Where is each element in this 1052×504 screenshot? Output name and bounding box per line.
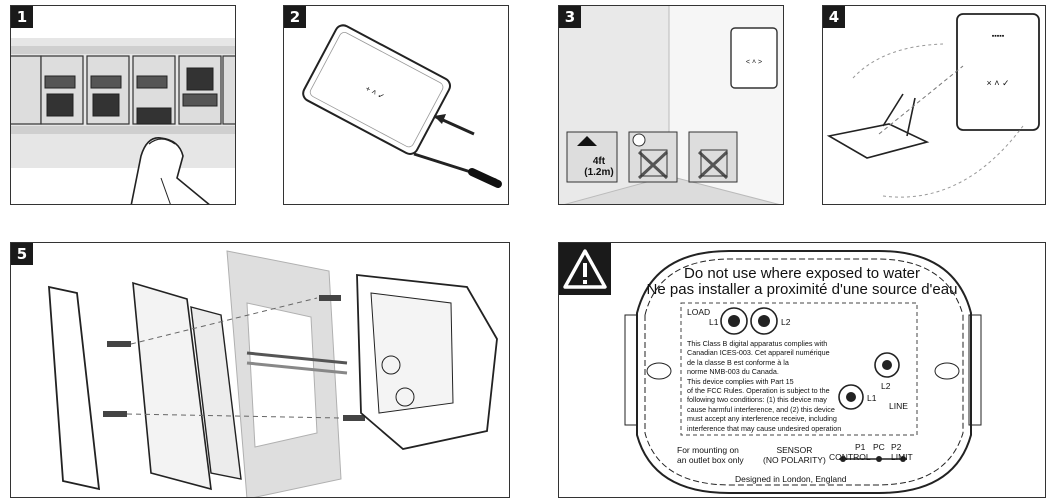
backplate-warning-panel: Do not use where exposed to water Ne pas… [558, 242, 1046, 498]
mounting-exploded-illustration [48, 250, 498, 497]
backplate-outline [624, 250, 982, 494]
step-number: 2 [284, 6, 306, 28]
pc-label: PC [873, 442, 885, 452]
load-l2-label: L2 [781, 317, 791, 327]
arrow-up-icon [577, 136, 597, 146]
warning-french: Ne pas installer a proximité d'une sourc… [646, 281, 958, 298]
load-l1-label: L1 [709, 317, 719, 327]
step-2-panel: 2 + ˄ ✓ [283, 5, 509, 205]
warning-english: Do not use where exposed to water [684, 265, 920, 282]
step-1-panel: 1 [10, 5, 236, 205]
p1-label: P1 [855, 442, 866, 452]
step-5-panel: 5 [10, 242, 510, 498]
svg-text:× ˄ ✓: × ˄ ✓ [986, 78, 1009, 88]
designed-label: Designed in London, England [735, 474, 847, 484]
p2-label: P2 [891, 442, 902, 452]
control-label: CONTROL [829, 452, 871, 462]
line-label: LINE [889, 401, 908, 411]
line-l1-label: L1 [867, 393, 877, 403]
line-l2-label: L2 [881, 381, 891, 391]
step-number: 5 [11, 243, 33, 265]
router-connection-illustration: ▪▪▪▪▪ × ˄ ✓ [826, 13, 1040, 198]
compliance-text: This Class B digital apparatus complies … [687, 339, 842, 433]
limit-label: LIMIT [891, 452, 913, 462]
breaker-illustration [11, 38, 235, 204]
room-corner-illustration: ˂ ˄ ˃ [559, 6, 783, 204]
mounting-note: For mounting on an outlet box only [677, 445, 744, 465]
step-4-panel: 4 ▪▪▪▪▪ × ˄ ✓ [822, 5, 1046, 205]
warning-triangle-icon [559, 243, 611, 295]
svg-text:▪▪▪▪▪: ▪▪▪▪▪ [992, 33, 1005, 40]
step-number: 4 [823, 6, 845, 28]
step-number: 3 [559, 6, 581, 28]
svg-text:˂ ˄ ˃: ˂ ˄ ˃ [746, 59, 762, 66]
step-3-panel: 3 ˂ ˄ ˃ 4ft (1.2m) [558, 5, 784, 205]
sensor-label: SENSOR (NO POLARITY) [763, 445, 826, 465]
step-number: 1 [11, 6, 33, 28]
sun-icon [632, 133, 646, 147]
thermostat-screwdriver-illustration: + ˄ ✓ [302, 24, 502, 188]
height-label: 4ft (1.2m) [584, 156, 614, 178]
load-label: LOAD [687, 307, 711, 317]
prohibited-icon [637, 150, 729, 180]
